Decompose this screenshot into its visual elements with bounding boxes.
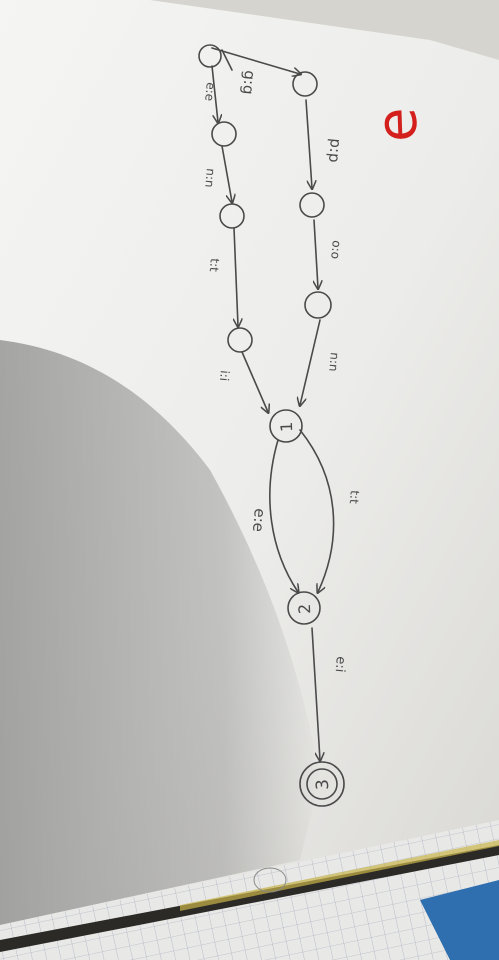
start-mark [221,49,233,71]
phone-shadow [0,340,320,925]
state-3-label: 3 [313,779,333,791]
label-o-o: o:o [328,240,344,260]
label-e-i-2-3: e:i [332,656,348,673]
state-o [299,192,325,218]
edge-2-to-3 [311,627,320,760]
edge-start-top [211,47,300,74]
state-p [292,71,318,97]
edge-lower-2 [221,145,232,202]
edge-1-to-2-b [269,439,298,592]
top-paper-edge [150,0,499,60]
edge-lower-3 [234,227,238,326]
state-1-label: 1 [277,421,296,432]
label-t-t-lower: t:t [207,258,222,273]
edge-lower-4 [241,351,268,412]
edge-upper-3 [300,319,321,405]
label-n-n-lower: n:n [202,168,218,188]
edge-lower-1 [211,65,218,122]
state-e [219,203,245,229]
state-3-inner [306,768,338,800]
state-n-upper [304,291,332,319]
label-i-i-lower: i:i [217,370,232,382]
edge-upper-2 [314,219,318,288]
red-letter-mark: e [365,106,431,143]
state-g [211,121,237,147]
state-start [198,44,222,68]
state-2-label: 2 [295,603,314,614]
state-1 [269,409,303,443]
state-2 [287,591,321,625]
edge-upper-1 [305,99,312,188]
label-p-p: p:p [325,138,345,164]
blue-binder-corner [420,880,499,960]
faint-doodle [253,867,287,893]
label-e-e-1-2: e:e [249,508,269,533]
label-e-e-lower: e:e [202,82,218,102]
state-n-lower [227,327,253,353]
state-3-outer [299,761,345,807]
label-n-n-upper: n:n [326,352,342,372]
label-g-g: g:g [239,70,259,96]
label-t-t-1-2: t:t [347,490,362,505]
edge-1-to-2-a [299,429,335,592]
